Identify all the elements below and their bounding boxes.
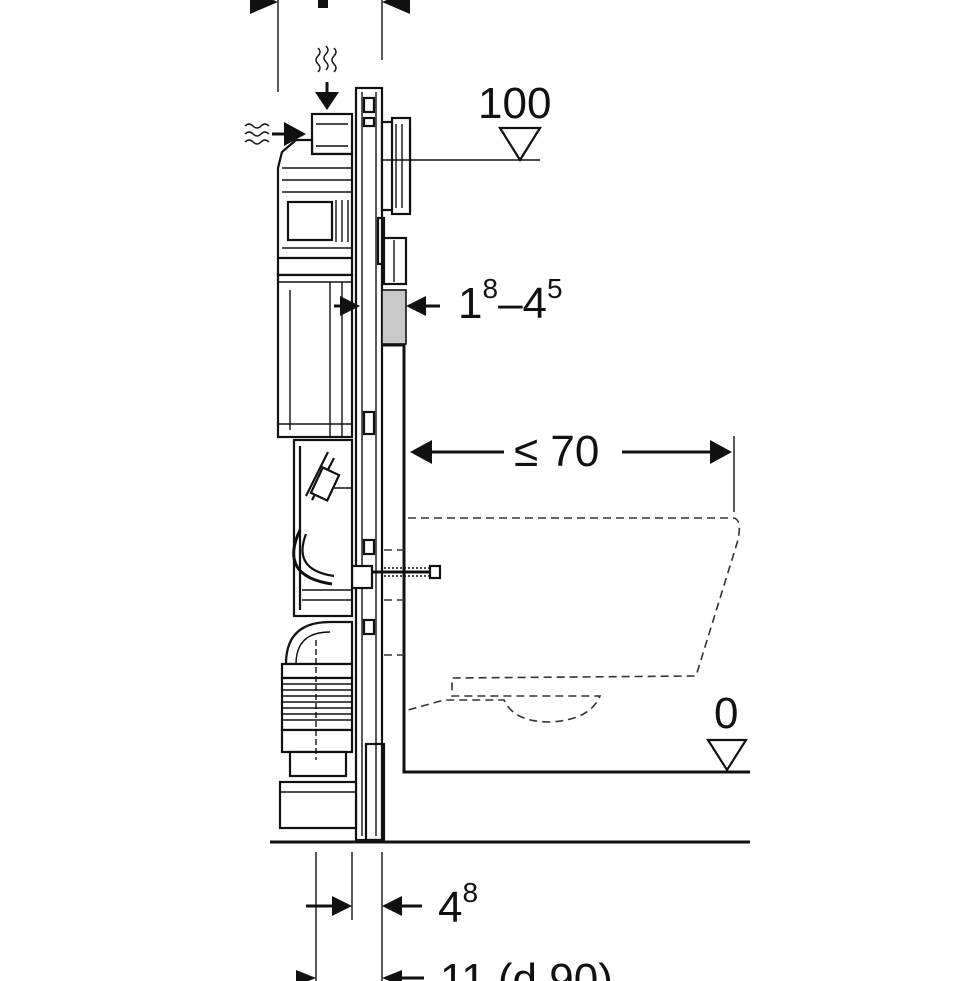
level-top: 100 (478, 79, 551, 163)
water-inlet-wave-icon-side (244, 122, 306, 146)
wall-thickness-dimension: 18–45 (334, 273, 563, 328)
wc-pan-outline (384, 517, 741, 723)
top-dimension (250, 0, 410, 92)
flush-plate (380, 116, 750, 840)
level-top-label: 100 (478, 79, 551, 128)
level-triangle-icon (706, 738, 748, 773)
level-triangle-icon (498, 126, 542, 163)
bottom-dimension-drain: 11 (d 90) (296, 955, 613, 981)
drain-dimension-label: 11 (d 90) (440, 955, 613, 981)
level-floor: 0 (706, 689, 748, 773)
wall-thickness-label: 18–45 (458, 273, 563, 328)
water-inlet-wave-icon (315, 45, 339, 110)
frame-column (354, 86, 386, 842)
drain-pipe (278, 620, 358, 830)
mounting-bolt (350, 564, 442, 590)
bottom-dimension-label: 48 (438, 877, 478, 932)
pipe-section (292, 438, 354, 618)
max-distance-dimension: ≤ 70 (410, 427, 735, 512)
max-distance-label: ≤ 70 (514, 427, 599, 476)
cistern (276, 112, 354, 439)
level-floor-label: 0 (714, 689, 738, 738)
bottom-dimension-48: 48 (306, 852, 478, 981)
